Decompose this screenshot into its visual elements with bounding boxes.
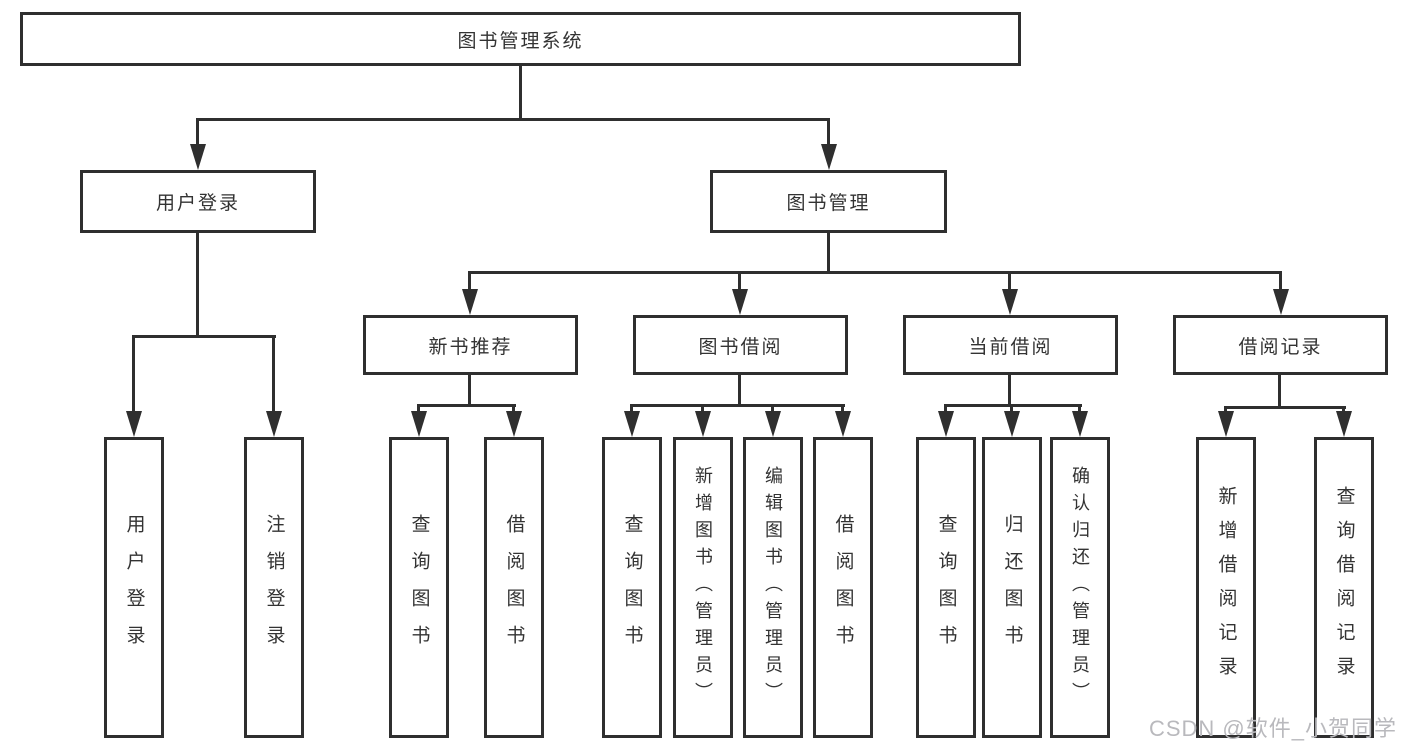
arrow-down — [821, 144, 837, 170]
node-borrowing-records: 借阅记录 — [1173, 315, 1388, 375]
leaf-user-login: 用户登录 — [104, 437, 164, 738]
connector-segment — [519, 63, 522, 120]
connector-segment — [944, 404, 1082, 407]
leaf-bor-borrow-books: 借阅图书 — [813, 437, 873, 738]
node-user-login: 用户登录 — [80, 170, 316, 233]
leaf-label: 查询图书 — [408, 513, 430, 662]
connector-segment — [196, 231, 199, 337]
connector-segment — [132, 335, 135, 416]
connector-segment — [1279, 271, 1282, 293]
connector-segment — [1008, 373, 1011, 406]
leaf-label: 确认归还（管理员） — [1070, 466, 1090, 709]
arrow-down — [695, 411, 711, 437]
arrow-down — [1002, 289, 1018, 315]
connector-segment — [132, 335, 276, 338]
node-library-management-system: 图书管理系统 — [20, 12, 1021, 66]
leaf-label: 用户登录 — [123, 513, 145, 662]
arrow-down — [266, 411, 282, 437]
leaf-label: 注销登录 — [263, 513, 285, 662]
leaf-rec-query-books: 查询图书 — [389, 437, 449, 738]
connector-segment — [417, 404, 516, 407]
node-book-borrowing: 图书借阅 — [633, 315, 848, 375]
connector-segment — [738, 271, 741, 293]
arrow-down — [1072, 411, 1088, 437]
leaf-bor-add-books-admin: 新增图书（管理员） — [673, 437, 733, 738]
leaf-recs-add-borrow-record: 新增借阅记录 — [1196, 437, 1256, 738]
arrow-down — [190, 144, 206, 170]
arrow-down — [938, 411, 954, 437]
node-new-book-recommendation: 新书推荐 — [363, 315, 578, 375]
connector-segment — [1278, 373, 1281, 408]
node-label: 图书管理系统 — [457, 30, 584, 52]
arrow-down — [462, 289, 478, 315]
node-book-management: 图书管理 — [710, 170, 947, 233]
node-label: 当前借阅 — [968, 336, 1053, 358]
leaf-cur-query-books: 查询图书 — [916, 437, 976, 738]
node-current-borrowing: 当前借阅 — [903, 315, 1118, 375]
arrow-down — [1218, 411, 1234, 437]
arrow-down — [1336, 411, 1352, 437]
arrow-down — [765, 411, 781, 437]
arrow-down — [411, 411, 427, 437]
connector-segment — [272, 335, 275, 416]
leaf-recs-query-borrow-record: 查询借阅记录 — [1314, 437, 1374, 738]
leaf-label: 新增图书（管理员） — [693, 466, 713, 709]
leaf-label: 查询图书 — [621, 513, 643, 662]
arrow-down — [835, 411, 851, 437]
connector-segment — [1224, 406, 1346, 409]
connector-segment — [630, 404, 845, 407]
connector-segment — [738, 373, 741, 406]
leaf-bor-query-books: 查询图书 — [602, 437, 662, 738]
connector-segment — [1008, 271, 1011, 293]
arrow-down — [126, 411, 142, 437]
connector-segment — [827, 118, 830, 150]
node-label: 图书管理 — [786, 193, 871, 214]
leaf-logout: 注销登录 — [244, 437, 304, 738]
leaf-rec-borrow-books: 借阅图书 — [484, 437, 544, 738]
leaf-bor-edit-books-admin: 编辑图书（管理员） — [743, 437, 803, 738]
leaf-label: 归还图书 — [1001, 513, 1023, 662]
connector-segment — [468, 373, 471, 406]
leaf-label: 借阅图书 — [503, 513, 525, 662]
arrow-down — [506, 411, 522, 437]
leaf-cur-confirm-return-admin: 确认归还（管理员） — [1050, 437, 1110, 738]
leaf-label: 查询借阅记录 — [1333, 485, 1355, 690]
connector-segment — [196, 118, 830, 121]
node-label: 图书借阅 — [698, 336, 783, 358]
leaf-label: 新增借阅记录 — [1215, 485, 1237, 690]
node-label: 新书推荐 — [428, 336, 513, 358]
csdn-watermark: CSDN @软件_小贺同学 — [1148, 716, 1397, 741]
connector-segment — [468, 271, 1282, 274]
node-label: 借阅记录 — [1238, 336, 1323, 358]
arrow-down — [1004, 411, 1020, 437]
leaf-label: 编辑图书（管理员） — [763, 466, 783, 709]
arrow-down — [1273, 289, 1289, 315]
arrow-down — [624, 411, 640, 437]
node-label: 用户登录 — [155, 193, 240, 214]
connector-segment — [468, 271, 471, 293]
leaf-label: 借阅图书 — [832, 513, 854, 662]
leaf-cur-return-books: 归还图书 — [982, 437, 1042, 738]
connector-segment — [196, 118, 199, 150]
connector-segment — [827, 231, 830, 274]
leaf-label: 查询图书 — [935, 513, 957, 662]
arrow-down — [732, 289, 748, 315]
